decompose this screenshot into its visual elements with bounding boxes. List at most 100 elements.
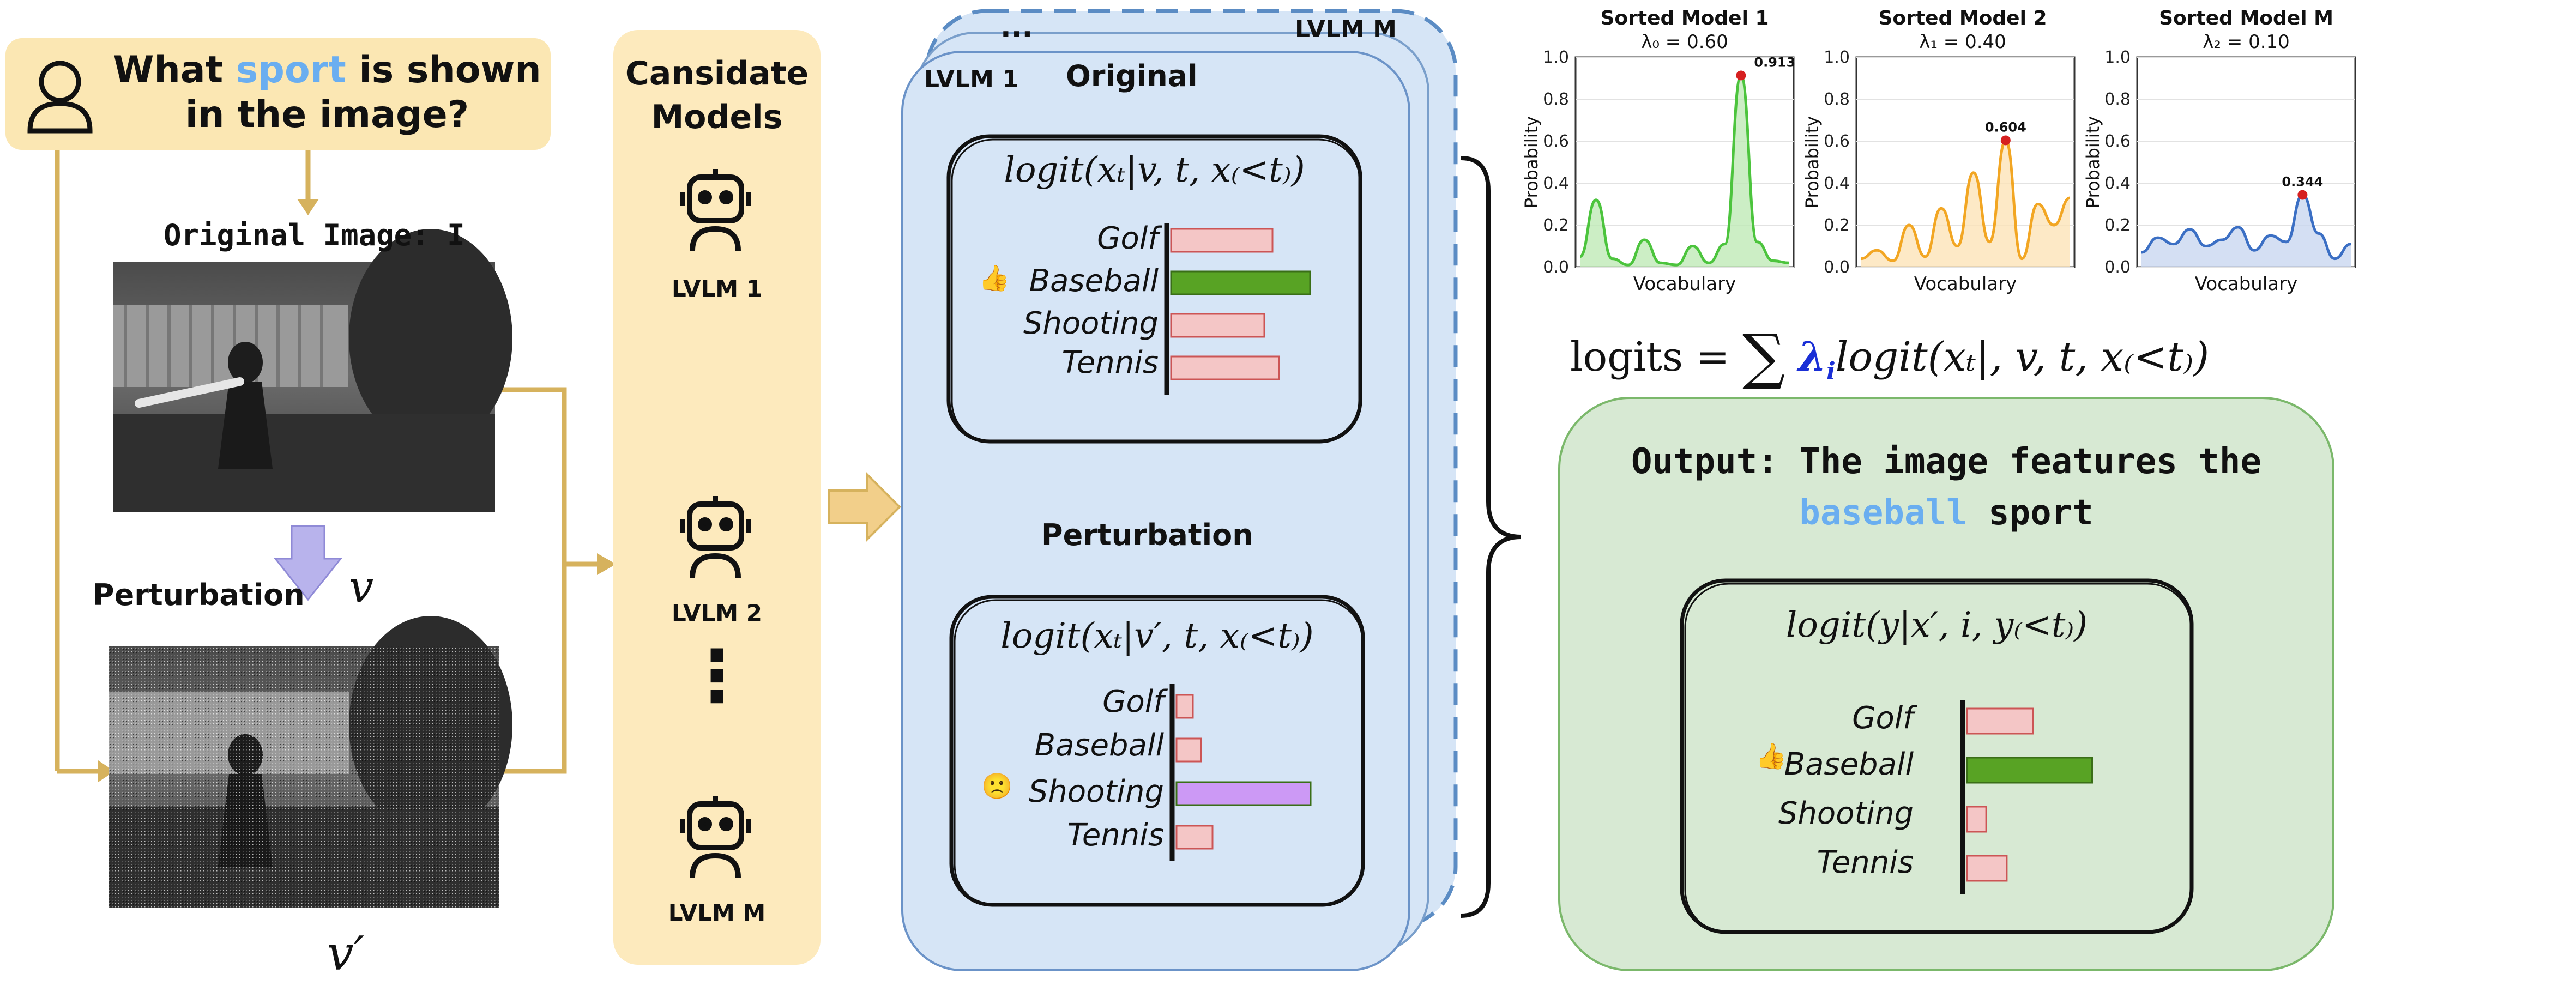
category-label: Shooting [1778,796,1914,831]
logit-bar [1175,694,1194,719]
category-label: Baseball [1784,747,1914,782]
peak-marker [2297,190,2308,200]
category-label: Golf [1097,221,1159,256]
chart-area [1861,140,2070,267]
chart-panel: 0.0 0.2 0.4 0.6 0.8 1.0 0.604 Sorted Model 2λ₁ … [1802,7,2076,295]
output-box [1558,397,2334,971]
logit-bar [1966,806,1987,833]
x-axis-label: Vocabulary [2195,273,2297,295]
y-tick-label: 0.8 [2104,90,2131,109]
stack-dots: ... [1000,11,1033,44]
user-icon [27,61,93,134]
y-tick-label: 0.4 [1824,174,1850,193]
question-text: What sport is shown in the image? [113,49,541,136]
arrow-to-candidates [597,553,616,575]
chart-panel: 0.0 0.2 0.4 0.6 0.8 1.0 0.344 Sorted Model Mλ₂ … [2083,7,2356,295]
arrow-to-stack [828,471,901,542]
peak-label: 0.344 [2282,174,2323,190]
logit-bar [1175,737,1202,763]
perturbation-arrow [273,525,343,601]
chart-line [2141,193,2351,261]
chart-title: Sorted Model M [2159,7,2333,29]
y-tick-label: 0.0 [2104,258,2131,277]
chart-subtitle: λ₁ = 0.40 [1919,31,2006,53]
y-tick-label: 0.0 [1543,258,1569,277]
perturbation-title: Perturbation [1041,518,1253,552]
v-prime-symbol: v′ [327,927,365,981]
y-axis-label: Probability [1521,116,1542,208]
chart-frame [1574,56,1795,268]
robot-icon-2 [680,496,751,578]
category-label: Golf [1102,684,1164,719]
question-box [5,38,551,150]
y-tick-label: 0.6 [1824,132,1850,151]
category-label: Tennis [1067,818,1164,853]
robot-icon-m [680,796,751,878]
category-label: Baseball [1034,728,1164,763]
chart-frame [2136,56,2356,268]
y-axis-label: Probability [2083,116,2103,208]
chart-subtitle: λ₂ = 0.10 [2203,31,2290,53]
y-axis-label: Probability [1802,116,1823,208]
stack-front-label: LVLM 1 [924,65,1019,93]
sad-face-icon: 🙁 [981,771,1013,801]
y-tick-label: 0.8 [1824,90,1850,109]
stack-back-label: LVLM M [1295,15,1397,43]
category-label: Tennis [1061,345,1159,380]
chart-subtitle: λ₀ = 0.60 [1641,31,1728,53]
category-label: Tennis [1817,845,1914,880]
output-bars [1966,707,2093,882]
perturbed-bars [1175,694,1312,850]
logit-bar [1175,825,1214,850]
original-logit-formula: logit(xₜ|v, t, x₍<t₎) [1004,150,1305,190]
perturbation-label: Perturbation [93,578,305,612]
robot-icon-1 [680,169,751,251]
winning-bar [1175,781,1312,806]
logit-bar [1170,313,1265,338]
output-text: Output: The image features the baseball … [1631,441,2261,533]
y-tick-label: 0.6 [2104,132,2131,151]
combined-logits-formula: logits = ∑ λilogit(xₜ|, v, t, x₍<t₎) [1570,322,2210,391]
x-axis-label: Vocabulary [1633,273,1736,295]
y-tick-label: 1.0 [1824,48,1850,67]
winning-bar [1966,757,2093,784]
arrow-to-image [297,199,319,215]
peak-label: 0.604 [1985,119,2026,135]
peak-marker [2000,135,2011,146]
original-bars [1170,228,1311,380]
peak-label: 0.913 [1754,55,1795,70]
chart-line [1579,74,1790,267]
arrow-to-perturbed [98,760,114,782]
y-tick-label: 0.2 [1543,216,1569,235]
category-label: Baseball [1029,263,1159,299]
vertical-dots: ⋮ [681,634,752,717]
logit-bar [1170,355,1280,380]
y-tick-label: 0.2 [1824,216,1850,235]
v-symbol: v [349,561,374,612]
output-logit-formula: logit(y|x′, i, y₍<t₎) [1785,605,2088,645]
model-label-2: LVLM 2 [672,600,762,626]
original-title: Original [1066,59,1198,93]
model-distribution-charts: 0.0 0.2 0.4 0.6 0.8 1.0 0.913 Sorted Model 1λ₀ … [1521,7,2356,295]
model-label-1: LVLM 1 [672,275,762,302]
category-label: Golf [1852,700,1914,736]
perturbed-logit-formula: logit(xₜ|v′, t, x₍<t₎) [1000,616,1314,656]
y-tick-label: 0.2 [2104,216,2131,235]
chart-line [1860,138,2071,262]
model-label-m: LVLM M [668,899,766,926]
chart-area [2141,195,2351,267]
y-tick-label: 0.0 [1824,258,1850,277]
logit-bar [1966,707,2034,735]
chart-title: Sorted Model 1 [1600,7,1769,29]
y-tick-label: 0.4 [1543,174,1569,193]
original-image-label: Original Image: I [164,218,465,252]
y-tick-label: 0.4 [2104,174,2131,193]
y-tick-label: 1.0 [2104,48,2131,67]
chart-area [1580,75,1789,267]
chart-title: Sorted Model 2 [1878,7,2047,29]
category-label: Shooting [1028,774,1164,809]
logit-bar [1170,228,1274,253]
peak-marker [1736,70,1746,81]
y-tick-label: 0.8 [1543,90,1569,109]
